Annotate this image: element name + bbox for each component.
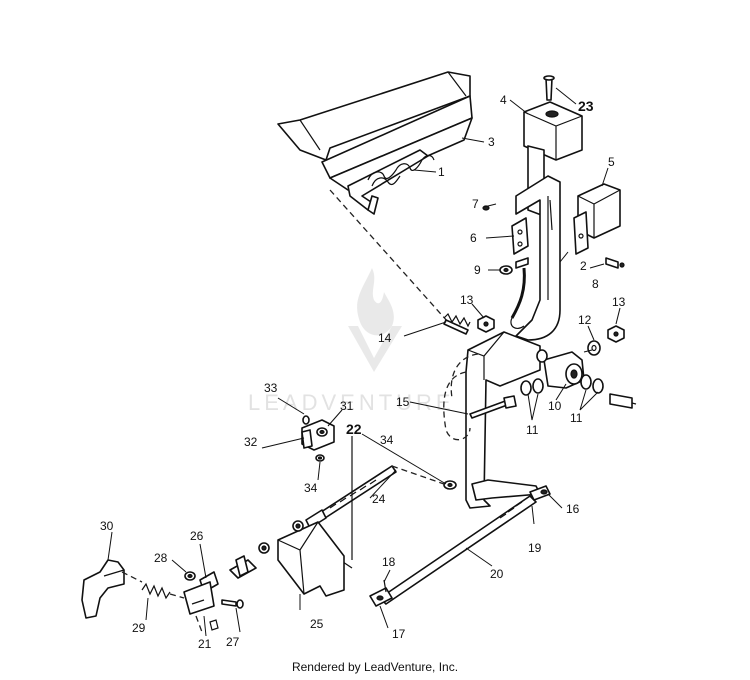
callout-29: 29 <box>132 621 146 635</box>
rod-part-20 <box>379 495 537 605</box>
clamp-part-21 <box>183 581 219 633</box>
nut-part-34-lever <box>443 480 457 490</box>
dashed-guide-cable <box>391 465 445 485</box>
callout-23: 23 <box>578 98 594 114</box>
callout-34b: 34 <box>380 433 394 447</box>
callout-26: 26 <box>190 529 204 543</box>
callout-34a: 34 <box>304 481 318 495</box>
callout-13b: 13 <box>612 295 626 309</box>
callout-2: 2 <box>580 259 587 273</box>
callout-13a: 13 <box>460 293 474 307</box>
callout-32: 32 <box>244 435 258 449</box>
bracket-part-5 <box>573 183 621 255</box>
nut-part-13-left <box>477 315 495 333</box>
callout-15: 15 <box>396 395 410 409</box>
pivot-lever <box>443 331 541 509</box>
washer-part-12 <box>587 340 601 356</box>
callout-19: 19 <box>528 541 542 555</box>
callout-33: 33 <box>264 381 278 395</box>
callout-7: 7 <box>472 197 479 211</box>
screw-part-23 <box>543 75 555 101</box>
callout-30: 30 <box>100 519 114 533</box>
bracket-part-31 <box>301 419 335 451</box>
footer-credit: Rendered by LeadVenture, Inc. <box>291 660 459 674</box>
callout-28: 28 <box>154 551 168 565</box>
washers-part-11 <box>520 349 604 396</box>
callout-24: 24 <box>372 492 386 506</box>
callout-4: 4 <box>500 93 507 107</box>
pedal-pad-part-4 <box>523 101 583 161</box>
bolt-part-15 <box>469 395 517 419</box>
bolt-right <box>609 393 637 409</box>
watermark-flame-icon <box>357 268 394 336</box>
callout-22: 22 <box>346 421 362 437</box>
callout-31: 31 <box>340 399 354 413</box>
callout-16: 16 <box>566 502 580 516</box>
callout-20: 20 <box>490 567 504 581</box>
seat-bracket <box>277 71 473 215</box>
screw-part-8 <box>605 257 625 269</box>
rod-end-part-17 <box>369 579 393 607</box>
bolt-part-27 <box>221 599 244 609</box>
nut-part-28 <box>184 571 196 581</box>
spring-clip <box>510 257 529 330</box>
callouts: 1 2 3 4 5 6 7 8 9 10 11 11 12 13 13 14 1… <box>100 93 626 651</box>
nut-part-13-right <box>607 325 625 343</box>
callout-10: 10 <box>548 399 562 413</box>
callout-8: 8 <box>592 277 599 291</box>
nut-part-34-bracket <box>315 454 325 462</box>
callout-6: 6 <box>470 231 477 245</box>
bushing-part-10 <box>543 351 585 389</box>
clip-part-1 <box>367 154 435 187</box>
pin-part-33 <box>302 415 310 425</box>
callout-17: 17 <box>392 627 406 641</box>
rod-end-part-16 <box>529 485 551 501</box>
callout-25: 25 <box>310 617 324 631</box>
watermark-v-icon <box>348 326 402 372</box>
callout-12: 12 <box>578 313 592 327</box>
callout-18: 18 <box>382 555 396 569</box>
pedal-arm-part-2 <box>515 145 561 341</box>
callout-21: 21 <box>198 637 212 651</box>
spring-part-14 <box>443 312 471 335</box>
cable-part-24 <box>305 465 397 529</box>
nut-part-9 <box>499 265 513 275</box>
callout-3: 3 <box>488 135 495 149</box>
leader-lines <box>107 87 621 637</box>
callout-11a: 11 <box>526 423 539 437</box>
bracket-part-25 <box>277 520 345 597</box>
callout-11b: 11 <box>570 411 583 425</box>
callout-1: 1 <box>438 165 445 179</box>
spring-part-29 <box>141 582 185 600</box>
watermark-text: LEADVENTURE <box>248 390 455 415</box>
callout-14: 14 <box>378 331 392 345</box>
plate-part-6 <box>511 217 529 255</box>
callout-5: 5 <box>608 155 615 169</box>
watermark: LEADVENTURE <box>248 268 455 415</box>
bracket-part-30 <box>81 559 143 619</box>
callout-9: 9 <box>474 263 481 277</box>
callout-27: 27 <box>226 635 240 649</box>
